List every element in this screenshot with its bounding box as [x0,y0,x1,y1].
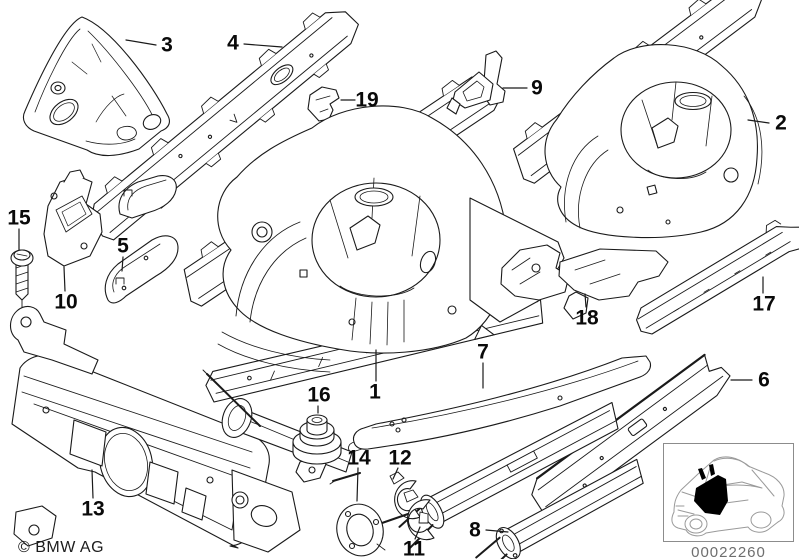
leader-line-18 [584,293,587,308]
part-label-18: 18 [575,306,599,330]
part-15-drawing [10,249,34,331]
part-18-drawing [500,244,669,320]
part-label-5: 5 [117,234,129,258]
part-14-drawing [336,503,386,557]
part-1-drawing [205,105,565,403]
leader-line-14 [356,467,359,502]
part-label-17: 17 [752,292,776,316]
part-3-drawing [22,16,170,157]
part-7-drawing [347,355,652,453]
part-2-drawing [544,44,763,239]
mounting-pins-drawing [329,472,409,524]
leader-line-13 [91,469,94,499]
part-label-11: 11 [402,537,426,559]
part-5-upper-drawing [118,175,177,219]
part-10-drawing [43,169,103,267]
leader-line-11 [414,526,421,540]
part-label-6: 6 [758,368,770,392]
part-5-drawing [104,235,179,304]
part-17-drawing [636,219,799,335]
part-label-7: 7 [477,340,489,364]
vehicle-thumbnail [663,443,794,542]
leader-line-8 [485,529,509,533]
copyright-text: © BMW AG [18,539,105,556]
part-label-14: 14 [347,446,371,470]
part-label-13: 13 [81,497,105,521]
part-label-10: 10 [54,290,78,314]
part-label-2: 2 [775,111,787,135]
leader-line-3 [125,39,157,46]
part-6-drawing [531,353,731,521]
part-13-drawing [9,305,301,553]
part-9-drawing [446,50,506,115]
leader-line-2 [747,119,770,124]
part-label-16: 16 [307,383,331,407]
car-thumbnail-drawing [671,456,785,537]
part-label-9: 9 [531,76,543,100]
highlighted-wheelhouse-region [694,464,728,515]
part-label-19: 19 [355,88,379,112]
leader-line-4 [243,43,283,48]
leader-line-12 [392,467,399,480]
diagram-number: 00022260 [691,544,766,559]
part-16-drawing [292,414,342,465]
part-label-3: 3 [161,33,173,57]
part-19-drawing [307,86,340,122]
part-label-12: 12 [388,446,412,470]
leader-line-10 [63,266,66,292]
part-label-4: 4 [227,31,239,55]
part-label-8: 8 [469,518,481,542]
part-label-15: 15 [7,206,31,230]
part-label-1: 1 [369,380,381,404]
leader-line-5 [121,256,124,272]
part-8-drawing [475,458,644,559]
part-11-drawing [403,489,435,541]
